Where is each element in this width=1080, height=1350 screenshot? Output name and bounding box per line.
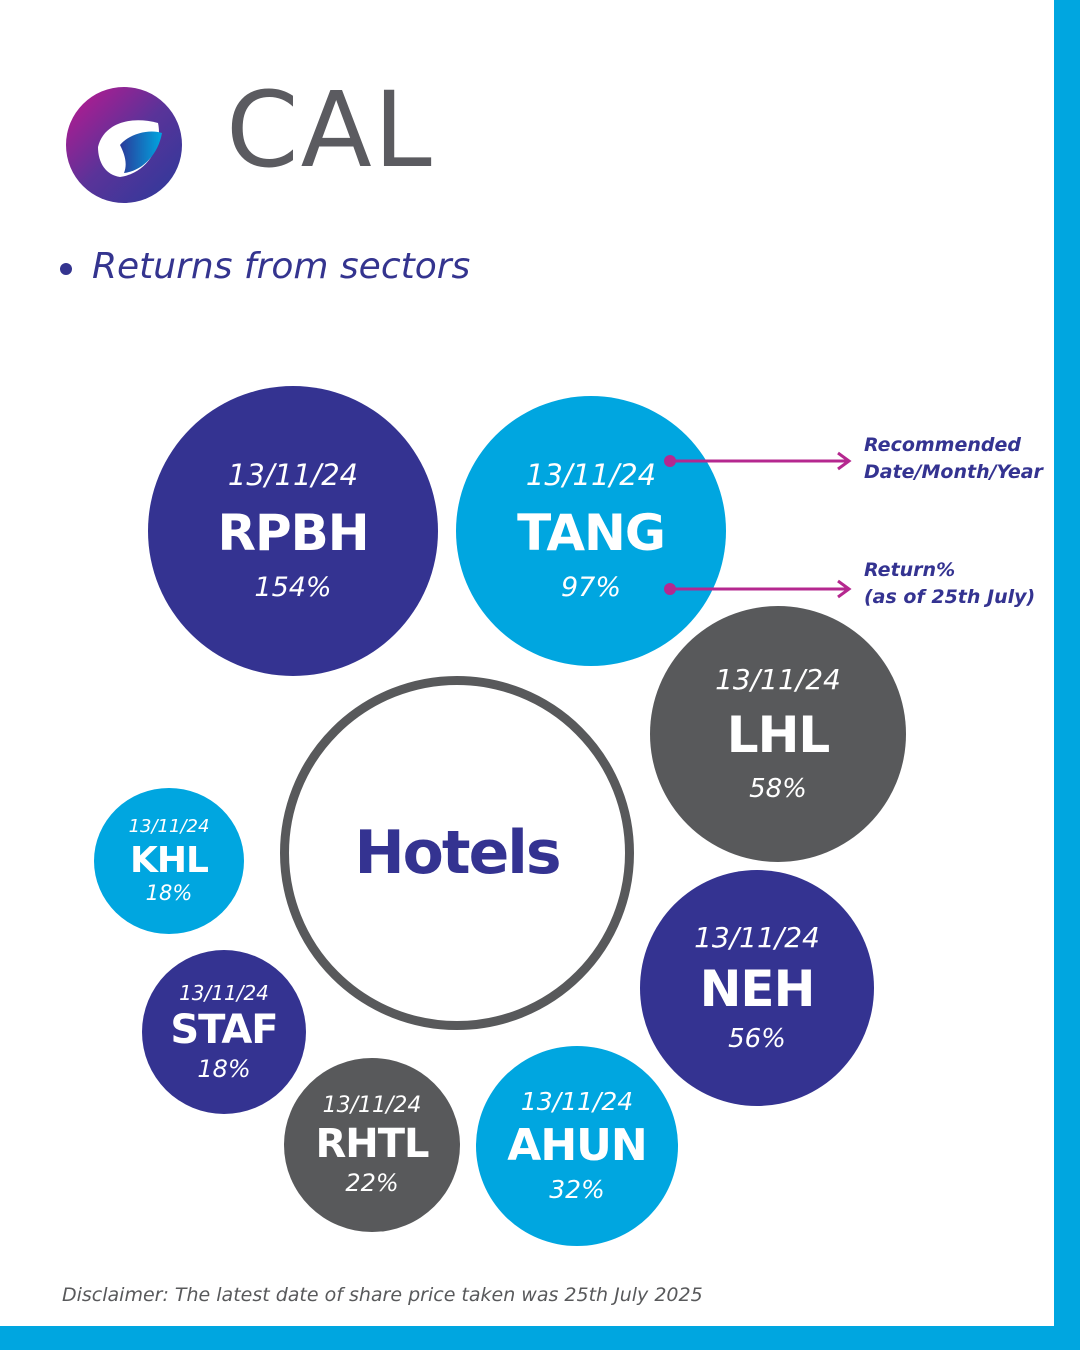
sector-ring: Hotels	[280, 676, 634, 1030]
bubble-ahun: 13/11/24 AHUN 32%	[476, 1046, 678, 1246]
bubble-date: 13/11/24	[715, 662, 841, 696]
bottom-accent-bar	[0, 1326, 1080, 1350]
bubble-ticker: RHTL	[315, 1120, 429, 1167]
bubble-date: 13/11/24	[322, 1092, 422, 1118]
date-annotation-line1: Recommended	[864, 434, 1021, 456]
bubble-date: 13/11/24	[179, 980, 269, 1005]
sector-label: Hotels	[354, 818, 561, 888]
bubble-ticker: TANG	[517, 503, 666, 562]
bubble-ticker: LHL	[726, 705, 831, 764]
bubble-ticker: AHUN	[507, 1119, 647, 1171]
disclaimer-text: Disclaimer: The latest date of share pri…	[62, 1284, 703, 1306]
bubble-date: 13/11/24	[525, 457, 657, 492]
bubble-return: 22%	[345, 1168, 399, 1197]
bubble-date: 13/11/24	[694, 920, 820, 954]
bubble-khl: 13/11/24 KHL 18%	[94, 788, 244, 934]
date-arrow-icon	[664, 451, 852, 471]
bubble-return: 58%	[749, 773, 807, 804]
bullet-dot	[60, 263, 72, 275]
bubble-staf: 13/11/24 STAF 18%	[142, 950, 306, 1114]
bubble-return: 18%	[145, 881, 193, 906]
page-subtitle: Returns from sectors	[92, 246, 471, 287]
bubble-rpbh: 13/11/24 RPBH 154%	[148, 386, 438, 676]
bubble-return: 32%	[549, 1175, 605, 1205]
bubble-return: 18%	[197, 1054, 251, 1083]
bubble-lhl: 13/11/24 LHL 58%	[650, 606, 906, 862]
bubble-ticker: RPBH	[217, 503, 369, 562]
bubble-ticker: KHL	[130, 839, 209, 881]
bubble-ticker: NEH	[699, 959, 816, 1018]
bubble-rhtl: 13/11/24 RHTL 22%	[284, 1058, 460, 1232]
cal-logo-icon	[66, 87, 182, 203]
bubble-return: 154%	[254, 571, 332, 603]
date-annotation-line2: Date/Month/Year	[864, 460, 1043, 483]
right-accent-bar	[1054, 0, 1080, 1350]
return-arrow-icon	[664, 579, 852, 599]
bubble-ticker: STAF	[170, 1006, 278, 1053]
bubble-date: 13/11/24	[520, 1087, 634, 1117]
date-annotation: Recommended Date/Month/Year	[864, 432, 1043, 485]
return-annotation-line2: (as of 25th July)	[864, 585, 1036, 608]
return-annotation-line1: Return%	[864, 559, 956, 581]
brand-name: CAL	[226, 69, 434, 191]
bubble-return: 56%	[728, 1023, 786, 1054]
bubble-date: 13/11/24	[128, 815, 210, 837]
bubble-neh: 13/11/24 NEH 56%	[640, 870, 874, 1106]
bubble-tang: 13/11/24 TANG 97%	[456, 396, 726, 666]
bubble-date: 13/11/24	[227, 457, 359, 492]
return-annotation: Return% (as of 25th July)	[864, 557, 1035, 610]
bubble-return: 97%	[560, 571, 621, 603]
